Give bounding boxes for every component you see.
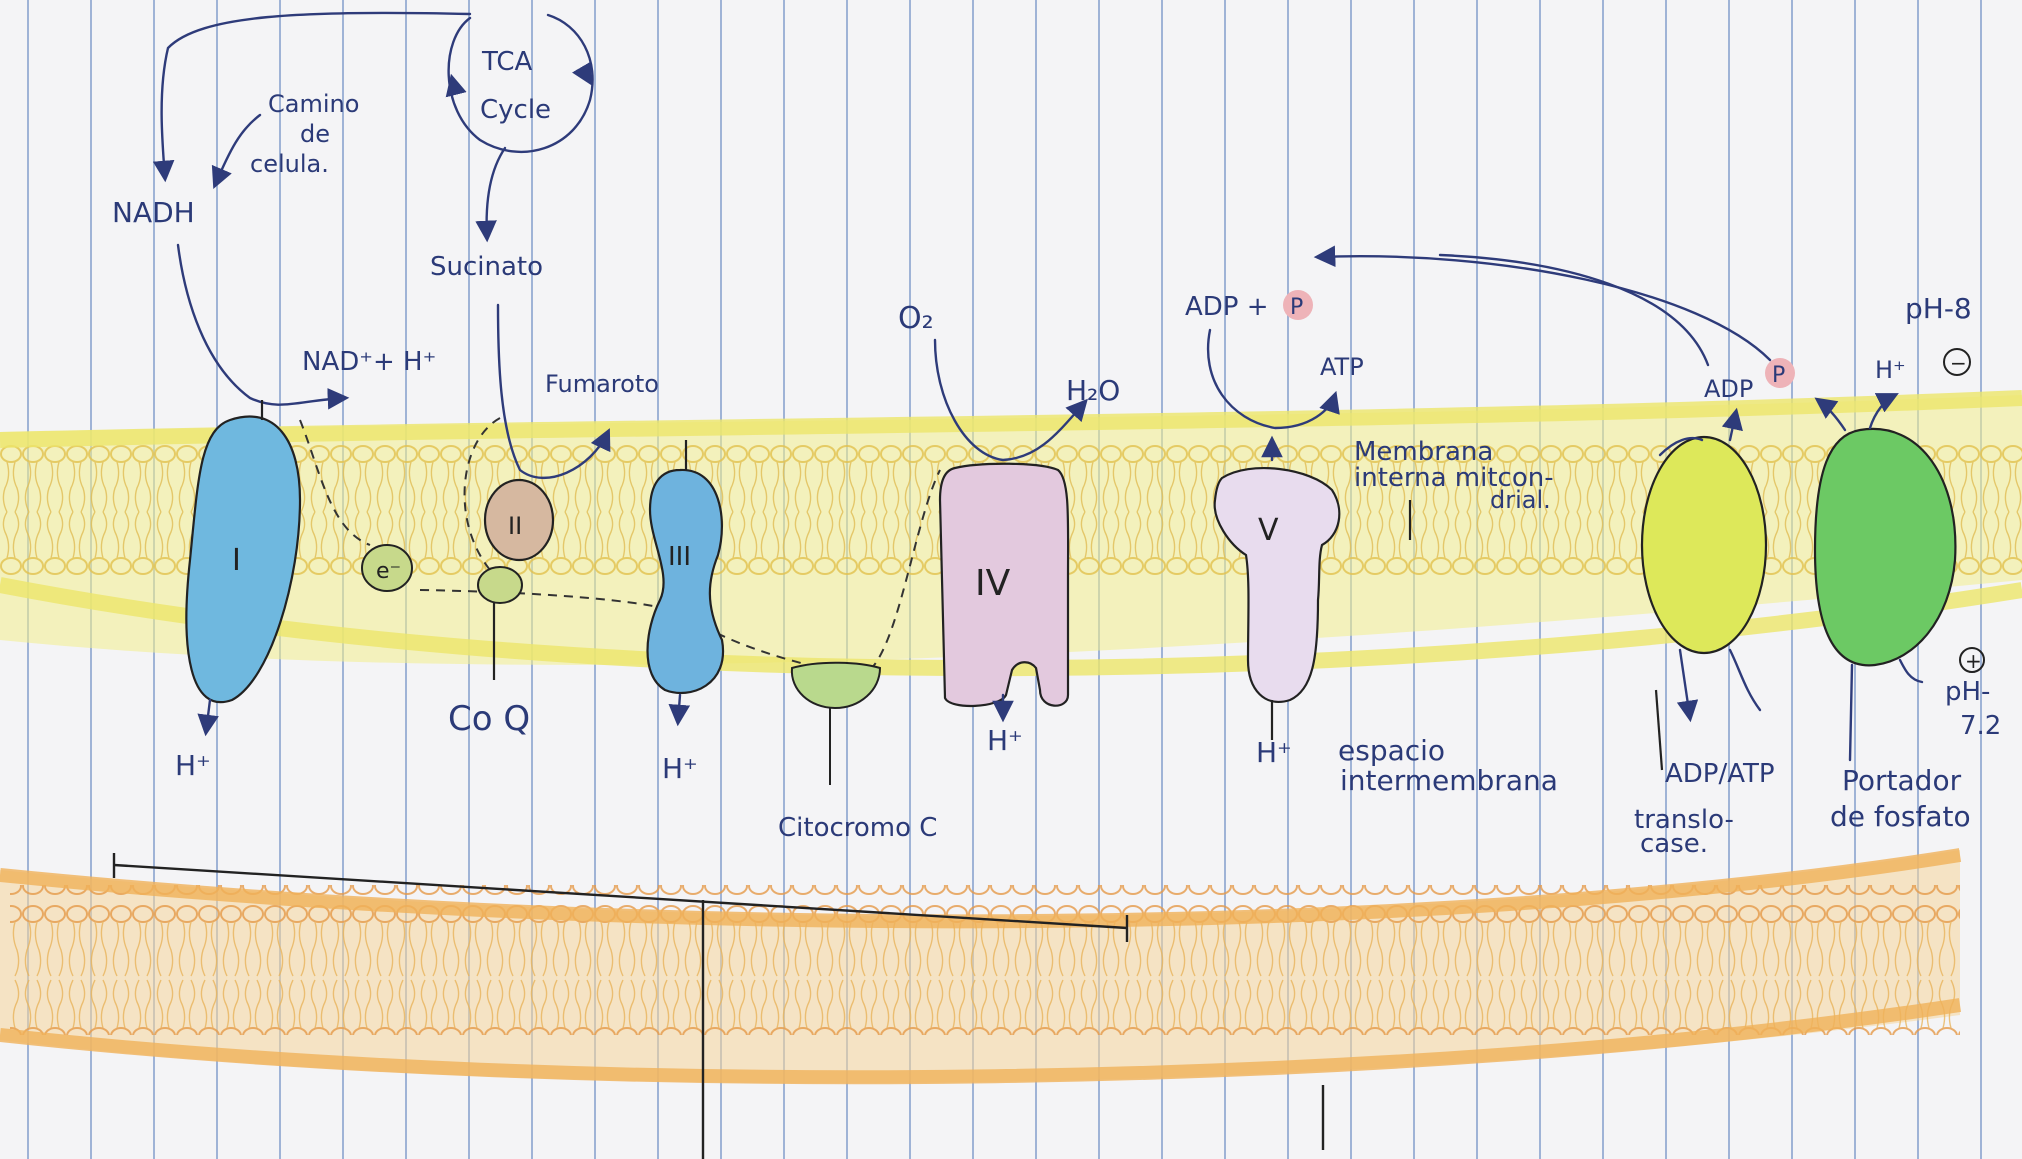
cycle-label: Cycle bbox=[480, 95, 551, 125]
complex-i-label: I bbox=[232, 543, 241, 578]
atp-label: ATP bbox=[1320, 353, 1364, 381]
coq-label: Co Q bbox=[448, 699, 530, 739]
camino-label-3: celula. bbox=[250, 150, 329, 178]
o2-label: O₂ bbox=[898, 301, 934, 336]
cytc-label: Citocromo C bbox=[778, 813, 937, 843]
tca-cycle: TCA Cycle bbox=[449, 15, 593, 152]
cytochrome-c: Citocromo C bbox=[778, 663, 937, 843]
minus-label: − bbox=[1950, 351, 1967, 375]
adp-p-label: ADP + bbox=[1185, 292, 1269, 322]
electron-label: e⁻ bbox=[376, 559, 401, 584]
nad-h-label: NAD⁺+ H⁺ bbox=[302, 347, 436, 377]
complex-iv-label: IV bbox=[975, 563, 1011, 604]
nadh-label: NADH bbox=[112, 196, 195, 229]
intermembrane-label-2: intermembrana bbox=[1340, 764, 1558, 797]
electron-carrier: e⁻ bbox=[362, 545, 412, 591]
complex-v-label: V bbox=[1258, 513, 1279, 548]
p-circle-1: P bbox=[1283, 290, 1313, 320]
tca-to-succinate-arrow bbox=[487, 148, 505, 238]
complex-iii-label: III bbox=[668, 542, 691, 572]
fumarate-label: Fumaroto bbox=[545, 370, 659, 398]
ph72-label-1: pH- bbox=[1945, 677, 1990, 707]
h2o-label: H₂O bbox=[1066, 374, 1120, 407]
complex-iv: IV H⁺ bbox=[940, 464, 1068, 757]
h-plus-i: H⁺ bbox=[175, 749, 211, 782]
phosphate-label-2: de fosfato bbox=[1830, 800, 1971, 833]
h-top-label: H⁺ bbox=[1875, 356, 1906, 384]
translocase-label-1: ADP/ATP bbox=[1665, 759, 1775, 789]
tca-label: TCA bbox=[481, 47, 533, 77]
ph72-label-2: 7.2 bbox=[1960, 711, 2001, 741]
intermembrane-label-1: espacio bbox=[1338, 734, 1445, 767]
p-circle-2: P bbox=[1765, 358, 1795, 388]
plus-circle: + bbox=[1960, 648, 1984, 673]
camino-label-1: Camino bbox=[268, 90, 359, 118]
h-plus-v: H⁺ bbox=[1256, 736, 1292, 769]
adp-label: ADP bbox=[1704, 375, 1753, 403]
h-plus-iii: H⁺ bbox=[662, 752, 698, 785]
membrane-label-3: drial. bbox=[1490, 486, 1551, 514]
p-label-1: P bbox=[1290, 295, 1303, 320]
p-label-2: P bbox=[1772, 363, 1785, 388]
succinate-label: Sucinato bbox=[430, 252, 543, 282]
complex-ii-label: II bbox=[508, 512, 522, 540]
h-plus-iv: H⁺ bbox=[987, 724, 1023, 757]
minus-circle: − bbox=[1944, 349, 1970, 375]
nadh-to-complex-i bbox=[178, 245, 345, 405]
plus-label: + bbox=[1965, 649, 1982, 673]
adp-return-arrow bbox=[1440, 255, 1708, 365]
ph8-label: pH-8 bbox=[1905, 292, 1972, 325]
camino-label-2: de bbox=[300, 120, 330, 148]
phosphate-return-arrow bbox=[1318, 256, 1770, 360]
translocase-label-3: case. bbox=[1640, 829, 1708, 859]
phosphate-label-1: Portador bbox=[1842, 764, 1962, 797]
